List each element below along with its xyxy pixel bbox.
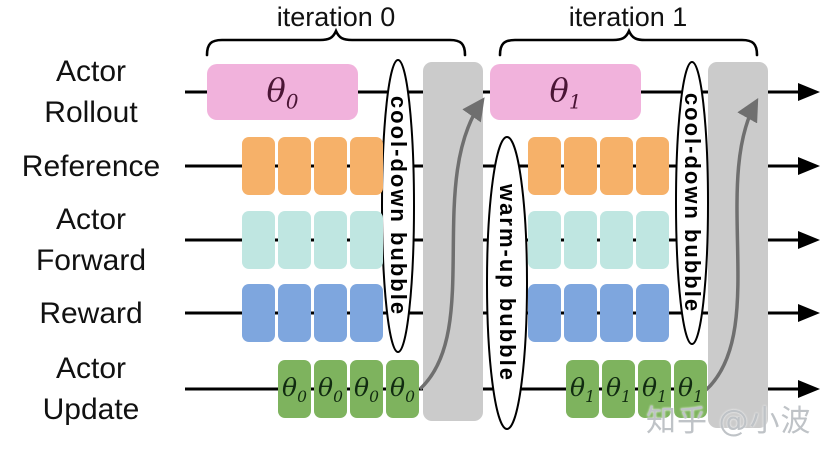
reward-block [600,284,633,342]
theta-label: θ1 [678,373,703,406]
brace-iteration-0 [205,27,467,57]
theta-subscript: 1 [568,90,582,114]
reference-block [636,137,669,195]
theta-label: θ0 [390,373,415,406]
theta-subscript: 1 [657,387,667,406]
timeline-arrowhead [798,231,820,249]
reward-block [242,284,275,342]
actor-forward-block [278,211,311,269]
timeline-arrowhead [798,83,820,101]
warm-up-bubble-ellipse [486,136,528,430]
actor-forward-block [350,211,383,269]
actor-update-block-iter1: θ1 [602,360,635,418]
watermark: 知乎 @小波基 [646,404,812,449]
actor-forward-block [528,211,561,269]
theta-symbol: θ [678,372,694,402]
actor-update-block-iter0: θ0 [278,360,311,418]
row-label-reward: Reward [39,297,143,330]
iteration-1-label: iteration 1 [568,2,688,32]
reference-block [564,137,597,195]
actor-update-block-iter0: θ0 [314,360,347,418]
actor-rollout-block-iter1: θ1 [490,64,641,120]
actor-forward-block [242,211,275,269]
actor-update-block-iter1: θ1 [674,360,707,418]
theta-label: θ0 [267,71,299,113]
cool-down-bubble-ellipse-1 [675,61,709,345]
theta-label: θ0 [282,373,307,406]
row-label-actor-rollout: Actor Rollout [44,55,138,129]
theta-label: θ0 [318,373,343,406]
theta-subscript: 0 [285,90,299,114]
theta-subscript: 1 [621,387,631,406]
theta-subscript: 1 [693,387,703,406]
reference-block [528,137,561,195]
row-label-actor-update: Actor Update [42,352,140,426]
weight-handoff-arrow-0 [418,97,485,391]
reference-block [314,137,347,195]
actor-forward-block [314,211,347,269]
timeline-arrowhead [798,157,820,175]
theta-subscript: 0 [333,387,343,406]
theta-symbol: θ [390,372,406,402]
theta-symbol: θ [266,70,286,109]
reference-block [600,137,633,195]
actor-update-block-iter1: θ1 [638,360,671,418]
actor-update-block-iter0: θ0 [386,360,419,418]
weight-handoff-arrow-1 [704,98,759,392]
cool-down-bubble-label-1: cool-down bubble [680,92,705,314]
actor-rollout-block-iter0: θ0 [207,64,358,120]
brace-iteration-1 [498,27,759,57]
theta-symbol: θ [318,372,334,402]
row-label-reference: Reference [21,150,161,183]
theta-subscript: 1 [585,387,595,406]
actor-forward-block [600,211,633,269]
reward-block [350,284,383,342]
warm-up-bubble-label: warm-up bubble [495,184,520,382]
reward-block [564,284,597,342]
theta-label: θ0 [354,373,379,406]
reward-block [314,284,347,342]
theta-label: θ1 [570,373,595,406]
theta-label: θ1 [642,373,667,406]
theta-symbol: θ [606,372,622,402]
actor-update-block-iter0: θ0 [350,360,383,418]
theta-subscript: 0 [297,387,307,406]
timeline-arrowhead [798,304,820,322]
theta-symbol: θ [642,372,658,402]
theta-label: θ1 [550,71,582,113]
reference-block [350,137,383,195]
row-label-actor-forward: Actor Forward [35,203,147,277]
reference-block [278,137,311,195]
theta-symbol: θ [282,372,298,402]
reference-block [242,137,275,195]
cool-down-bubble-label-0: cool-down bubble [386,95,411,317]
iteration-0-label: iteration 0 [276,2,396,32]
theta-symbol: θ [549,70,569,109]
theta-symbol: θ [570,372,586,402]
timeline-arrowhead [798,380,820,398]
theta-subscript: 0 [369,387,379,406]
actor-forward-block [564,211,597,269]
actor-update-block-iter1: θ1 [566,360,599,418]
reward-block [528,284,561,342]
theta-symbol: θ [354,372,370,402]
reward-block [636,284,669,342]
reward-block [278,284,311,342]
actor-forward-block [636,211,669,269]
cool-down-bubble-ellipse-0 [381,59,415,353]
theta-subscript: 0 [405,387,415,406]
theta-label: θ1 [606,373,631,406]
